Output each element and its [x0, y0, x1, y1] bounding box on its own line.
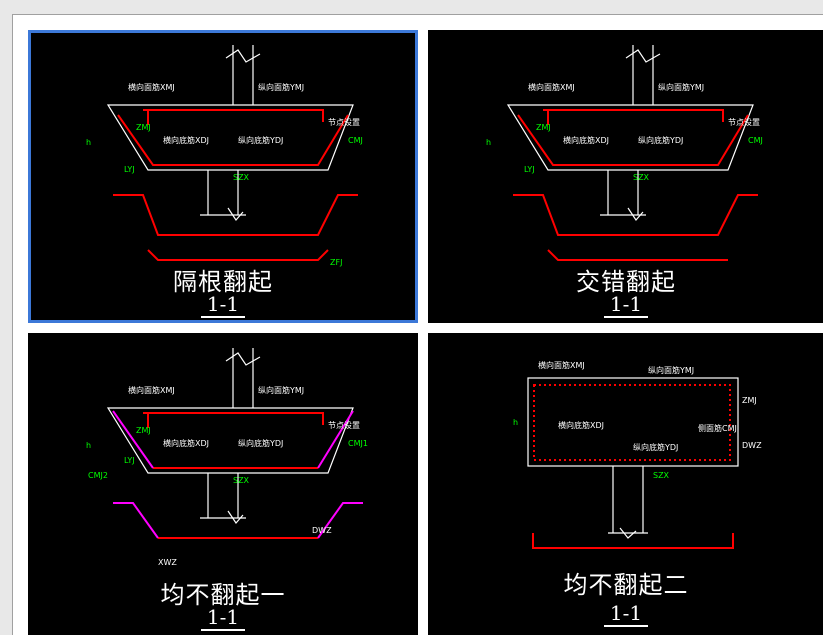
label-zmj: ZMJ	[136, 123, 151, 132]
section-1: 1-1	[28, 292, 418, 318]
label-cmj: 侧面筋CMJ	[698, 423, 737, 433]
label-jj: 节点设置	[328, 420, 360, 430]
label-lyj: LYJ	[124, 165, 135, 174]
caption-3: 均不翻起一	[160, 581, 286, 609]
label-szx: SZX	[653, 471, 670, 480]
panel-jiaocuo-fanqi[interactable]: 横向面筋XMJ 纵向面筋YMJ 横向底筋XDJ 纵向底筋YDJ h CMJ ZM…	[428, 30, 823, 323]
label-bot-v: 纵向底筋YDJ	[638, 135, 683, 145]
label-top-v: 纵向面筋YMJ	[258, 385, 304, 395]
label-h: h	[86, 138, 91, 147]
label-top-h: 横向面筋XMJ	[528, 82, 575, 92]
label-szx: SZX	[233, 476, 250, 485]
label-top-h: 横向面筋XMJ	[128, 82, 175, 92]
label-cmj: CMJ	[348, 136, 363, 145]
label-h: h	[486, 138, 491, 147]
section-4: 1-1	[428, 601, 823, 627]
caption-1: 隔根翻起	[173, 268, 273, 296]
label-lyj: LYJ	[524, 165, 535, 174]
label-bot-h: 横向底筋XDJ	[563, 135, 609, 145]
label-szx: SZX	[233, 173, 250, 182]
section-drawing-4: 横向面筋XMJ 纵向面筋YMJ 横向底筋XDJ 纵向底筋YDJ h 侧面筋CMJ…	[513, 360, 762, 549]
label-zmj: ZMJ	[536, 123, 551, 132]
section-drawing-2: 横向面筋XMJ 纵向面筋YMJ 横向底筋XDJ 纵向底筋YDJ h CMJ ZM…	[486, 45, 763, 261]
label-top-v: 纵向面筋YMJ	[258, 82, 304, 92]
panel-gegen-fanqi[interactable]: 横向面筋XMJ 纵向面筋YMJ 横向底筋XDJ 纵向底筋YDJ h CMJ ZM…	[28, 30, 418, 323]
label-lyj: LYJ	[124, 456, 135, 465]
label-bot-v: 纵向底筋YDJ	[238, 135, 283, 145]
section-3: 1-1	[28, 605, 418, 631]
label-top-v: 纵向面筋YMJ	[648, 365, 694, 375]
panel-jun-bu-fanqi-1[interactable]: 横向面筋XMJ 纵向面筋YMJ 横向底筋XDJ 纵向底筋YDJ h CMJ1 C…	[28, 333, 418, 635]
label-dwz: DWZ	[312, 526, 332, 535]
label-jj: 节点设置	[328, 117, 360, 127]
label-szx: SZX	[633, 173, 650, 182]
label-zmj: ZMJ	[742, 396, 757, 405]
label-xwz: XWZ	[158, 558, 177, 567]
diagram-gallery: 横向面筋XMJ 纵向面筋YMJ 横向底筋XDJ 纵向底筋YDJ h CMJ ZM…	[12, 14, 823, 635]
caption-4: 均不翻起二	[563, 571, 689, 599]
caption-2: 交错翻起	[576, 268, 676, 296]
section-2: 1-1	[428, 292, 823, 318]
label-bot-v: 纵向底筋YDJ	[633, 442, 678, 452]
label-cmj1: CMJ1	[348, 439, 368, 448]
label-h: h	[513, 418, 518, 427]
label-bot-v: 纵向底筋YDJ	[238, 438, 283, 448]
label-bot-h: 横向底筋XDJ	[163, 135, 209, 145]
panel-jun-bu-fanqi-2[interactable]: 横向面筋XMJ 纵向面筋YMJ 横向底筋XDJ 纵向底筋YDJ h 侧面筋CMJ…	[428, 333, 823, 635]
section-drawing-3: 横向面筋XMJ 纵向面筋YMJ 横向底筋XDJ 纵向底筋YDJ h CMJ1 C…	[86, 348, 368, 567]
label-bot-h: 横向底筋XDJ	[163, 438, 209, 448]
label-top-v: 纵向面筋YMJ	[658, 82, 704, 92]
label-bot-h: 横向底筋XDJ	[558, 420, 604, 430]
label-top-h: 横向面筋XMJ	[538, 360, 585, 370]
label-cmj2: CMJ2	[88, 471, 108, 480]
label-zfj: ZFJ	[330, 258, 342, 267]
section-drawing-1: 横向面筋XMJ 纵向面筋YMJ 横向底筋XDJ 纵向底筋YDJ h CMJ ZM…	[86, 45, 363, 267]
label-h: h	[86, 441, 91, 450]
label-top-h: 横向面筋XMJ	[128, 385, 175, 395]
label-cmj: CMJ	[748, 136, 763, 145]
label-jj: 节点设置	[728, 117, 760, 127]
label-dwz: DWZ	[742, 441, 762, 450]
label-zmj: ZMJ	[136, 426, 151, 435]
